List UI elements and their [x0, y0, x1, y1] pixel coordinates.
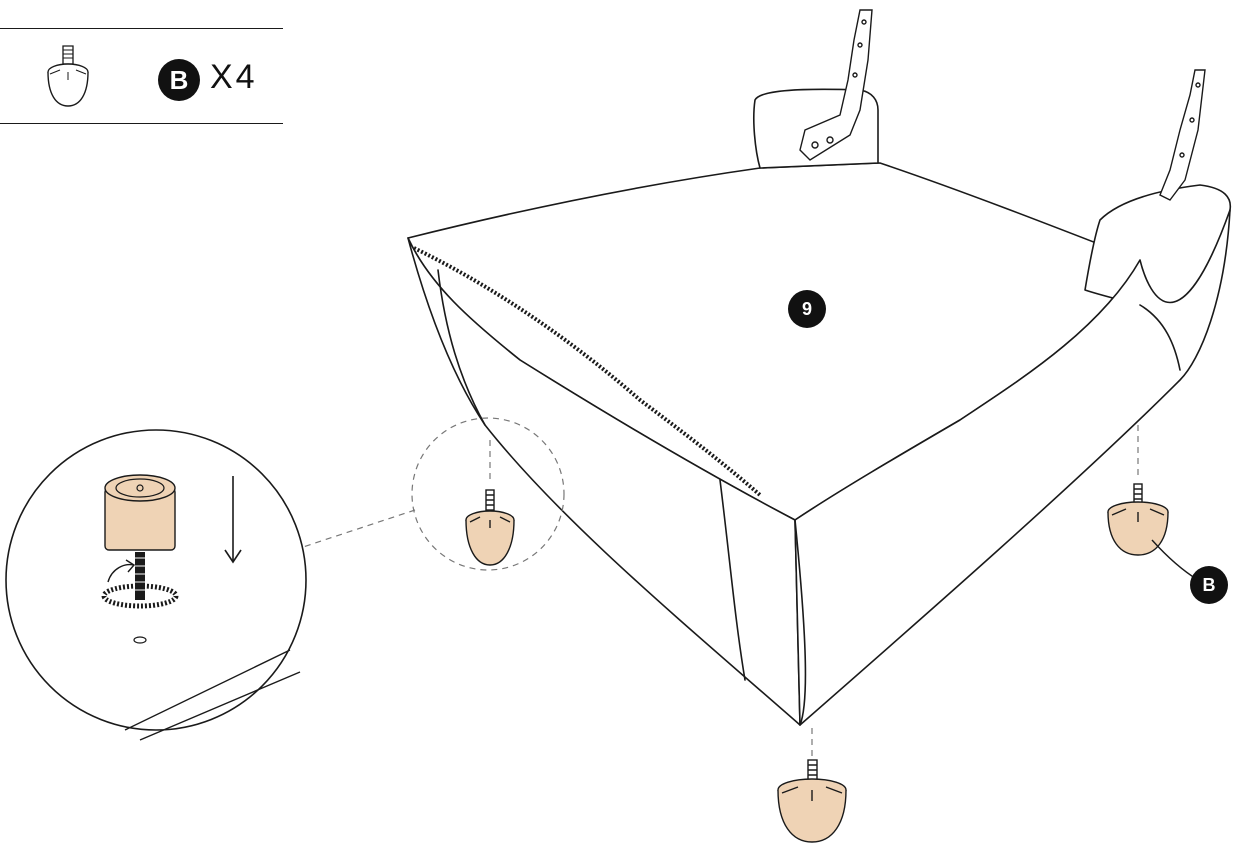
leg-right	[1108, 484, 1198, 580]
part-callout-badge: B	[1190, 566, 1228, 604]
backrest-bracket-right	[1160, 70, 1205, 200]
detail-zoom-view	[6, 246, 306, 740]
leg-front-left	[466, 490, 514, 565]
leg-bottom	[778, 760, 846, 842]
step-number-badge: 9	[788, 290, 826, 328]
